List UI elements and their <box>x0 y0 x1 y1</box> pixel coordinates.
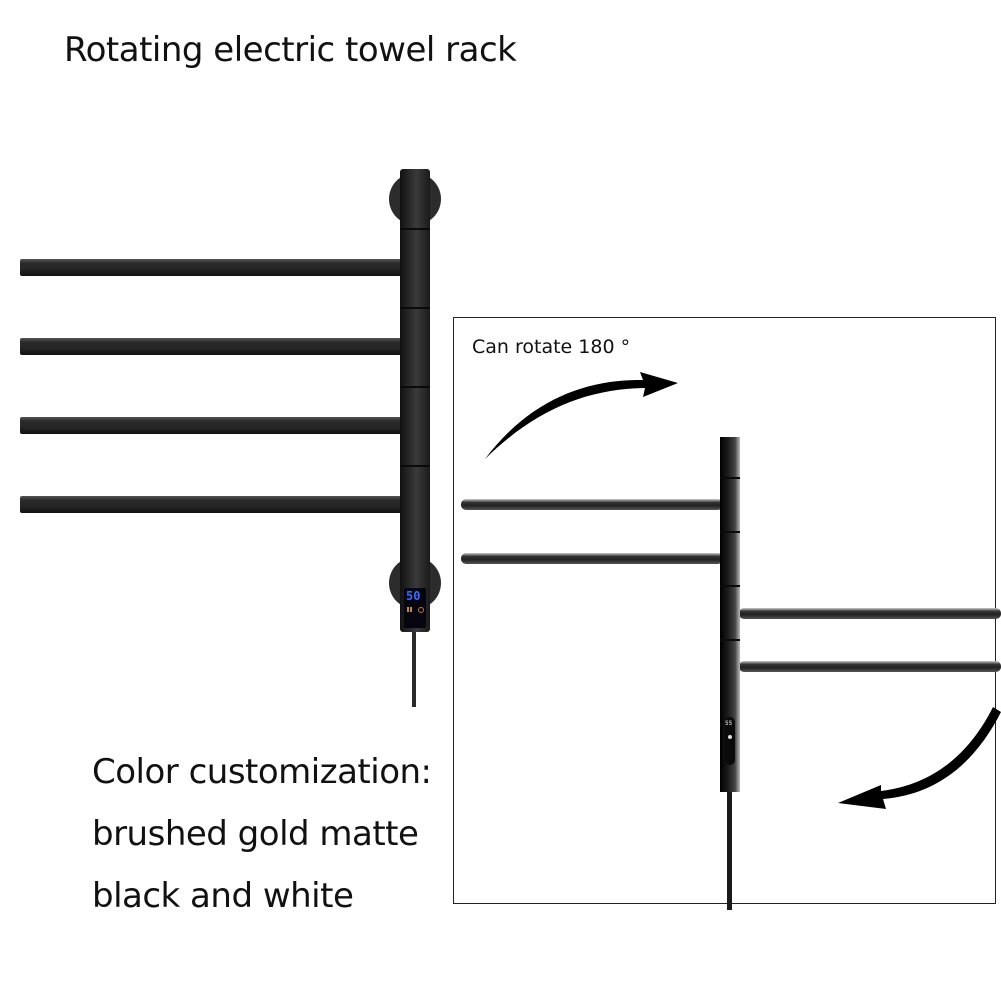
post-seam <box>720 477 740 479</box>
post-seam <box>400 228 430 230</box>
rotated-power-cord <box>727 792 732 910</box>
rotated-bar-left-2 <box>461 553 723 564</box>
post-seam <box>400 307 430 309</box>
towel-rack-main-illustration: 50 <box>0 160 450 720</box>
mode-icon <box>407 607 412 612</box>
rotated-bar-left-1 <box>461 499 723 510</box>
page-title: Rotating electric towel rack <box>64 30 517 70</box>
towel-bar-2 <box>20 338 405 355</box>
towel-rack-rotated-illustration: 55 <box>453 317 1001 917</box>
vertical-post <box>400 169 430 632</box>
rotated-vertical-post <box>720 437 740 792</box>
rotate-back-arrow-icon <box>838 707 1001 809</box>
post-seam <box>720 531 740 533</box>
towel-bar-4 <box>20 496 405 513</box>
feature-line-3: black and white <box>92 876 354 916</box>
post-seam <box>400 386 430 388</box>
mode-icon <box>728 735 732 739</box>
feature-line-1: Color customization: <box>92 752 432 792</box>
rotation-arrows <box>485 372 1001 809</box>
rotated-bar-right-2 <box>739 661 1001 672</box>
post-seam <box>400 465 430 467</box>
rotate-forward-arrow-icon <box>485 372 678 459</box>
feature-line-2: brushed gold matte <box>92 814 419 854</box>
power-icon <box>418 607 424 613</box>
towel-bar-1 <box>20 259 405 276</box>
rotated-temperature-readout: 55 <box>725 720 733 727</box>
power-cord <box>412 632 416 707</box>
rotation-label: Can rotate 180 ° <box>472 336 631 358</box>
temperature-readout: 50 <box>406 589 421 603</box>
post-seam <box>720 585 740 587</box>
post-seam <box>720 639 740 641</box>
rotated-control-display: 55 <box>725 717 735 765</box>
control-display: 50 <box>404 588 426 628</box>
towel-bar-3 <box>20 417 405 434</box>
rotated-bar-right-1 <box>739 608 1001 619</box>
